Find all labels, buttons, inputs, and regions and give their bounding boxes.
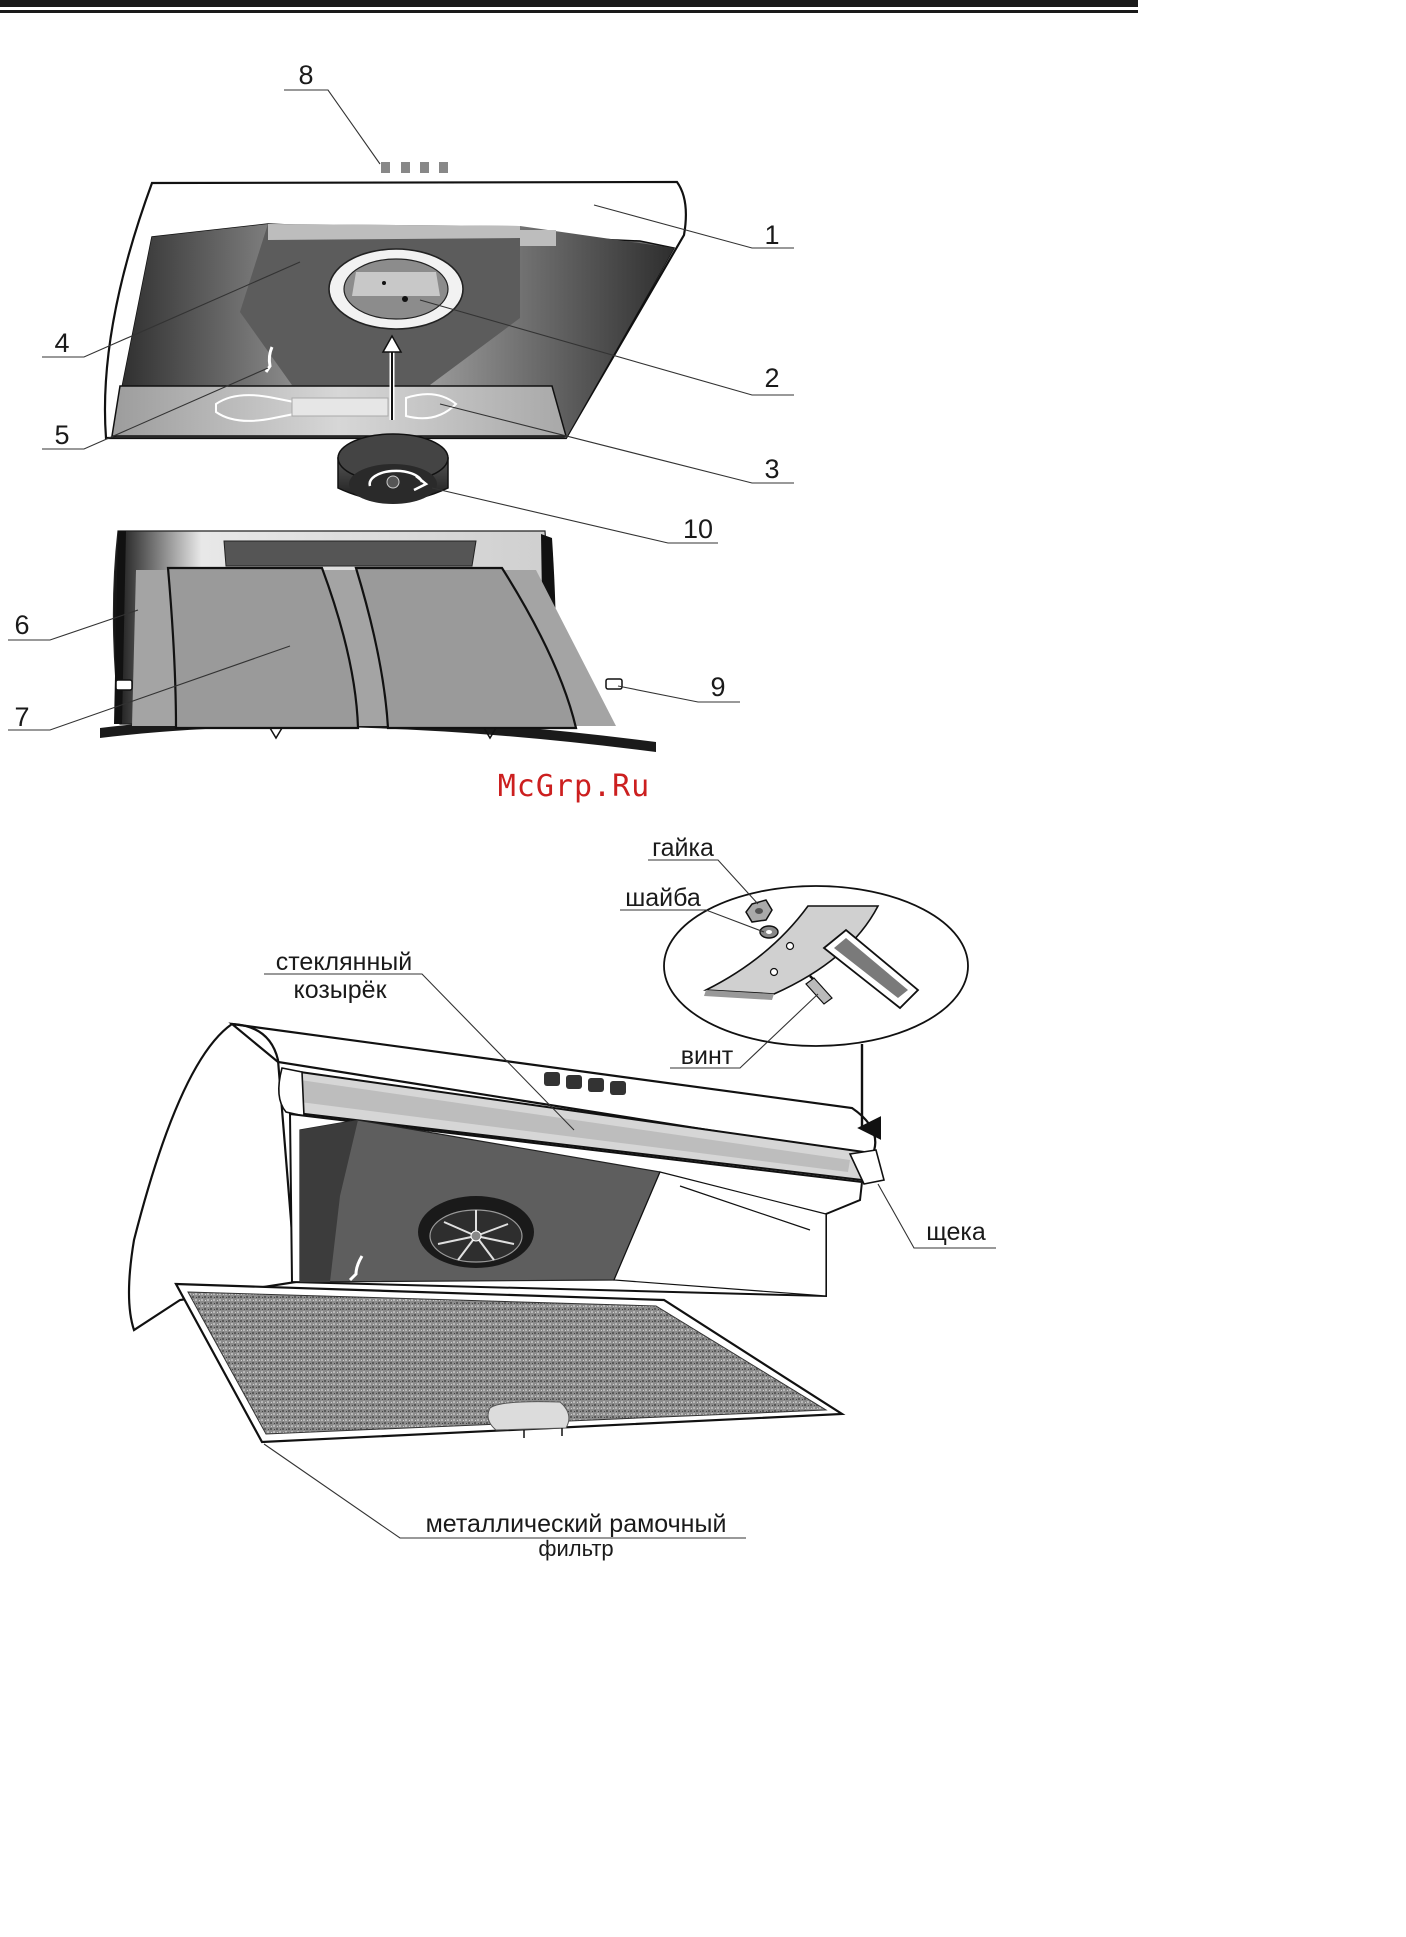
header-rule	[0, 0, 1138, 13]
metal-frame-filter	[176, 1284, 842, 1442]
label-cheek: щека	[926, 1218, 986, 1246]
label-screw: винт	[681, 1042, 734, 1070]
fan-icon	[418, 1196, 534, 1268]
hood-body-illustration	[105, 162, 686, 438]
callout-5: 5	[54, 420, 69, 450]
callout-10: 10	[683, 514, 713, 544]
label-glass-visor-2: козырёк	[293, 976, 387, 1004]
callout-3: 3	[764, 454, 779, 484]
bottom-panel-illustration	[100, 531, 656, 752]
diagram-canvas: 8 1 2 3 10 4 5 6 7 9 McGrp.Ru	[0, 0, 1138, 1568]
label-glass-visor-1: стеклянный	[276, 948, 412, 976]
label-filter-1: металлический рамочный	[426, 1510, 727, 1538]
control-buttons	[381, 162, 448, 173]
callout-8: 8	[298, 60, 313, 90]
fan-opening	[329, 249, 463, 329]
callout-6: 6	[14, 610, 29, 640]
callout-1: 1	[764, 220, 779, 250]
callout-2: 2	[764, 363, 779, 393]
callout-7: 7	[14, 702, 29, 732]
label-nut: гайка	[652, 834, 714, 862]
callout-4: 4	[54, 328, 69, 358]
watermark-text: McGrp.Ru	[498, 769, 651, 804]
latch-icon	[116, 680, 132, 690]
label-washer: шайба	[625, 884, 701, 912]
callout-9: 9	[710, 672, 725, 702]
fastener-detail-inset	[664, 886, 968, 1046]
motor-unit-illustration	[338, 434, 448, 504]
assembled-hood-illustration	[129, 1024, 884, 1442]
label-filter-2: фильтр	[486, 1538, 666, 1560]
